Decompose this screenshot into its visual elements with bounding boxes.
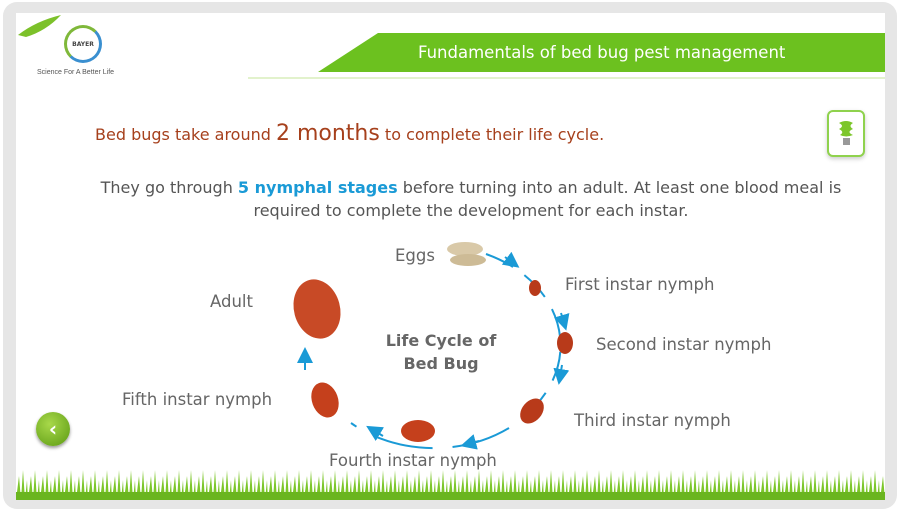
lightbulb-icon xyxy=(839,120,853,145)
chevron-left-icon: ‹ xyxy=(48,417,58,441)
first-instar-bug xyxy=(529,280,541,296)
headline-post: to complete their life cycle. xyxy=(379,125,605,144)
fifth-instar-bug xyxy=(311,382,339,418)
headline-pre: Bed bugs take around xyxy=(95,125,276,144)
label-adult: Adult xyxy=(210,292,253,311)
label-third-instar: Third instar nymph xyxy=(574,411,731,430)
tagline: Science For A Better Life xyxy=(37,69,115,76)
page-title: Fundamentals of bed bug pest management xyxy=(318,33,885,72)
description: They go through 5 nymphal stages before … xyxy=(76,176,866,222)
desc-highlight: 5 nymphal stages xyxy=(237,178,398,197)
cycle-arrow-bottom xyxy=(350,422,510,450)
label-second-instar: Second instar nymph xyxy=(596,335,772,354)
desc-pre: They go through xyxy=(100,178,238,197)
back-button[interactable]: ‹ xyxy=(36,412,70,446)
label-fifth-instar: Fifth instar nymph xyxy=(122,390,273,409)
label-first-instar: First instar nymph xyxy=(565,275,715,294)
label-eggs: Eggs xyxy=(395,246,435,265)
life-cycle-diagram xyxy=(293,242,573,450)
leaf-icon xyxy=(18,15,61,37)
adult-bug xyxy=(293,279,341,339)
third-instar-bug xyxy=(520,398,544,424)
divider xyxy=(248,77,885,79)
label-fourth-instar: Fourth instar nymph xyxy=(329,451,497,470)
headline: Bed bugs take around 2 months to complet… xyxy=(95,121,604,146)
headline-duration: 2 months xyxy=(275,121,380,146)
tip-button[interactable] xyxy=(827,110,865,157)
grass-decoration xyxy=(16,468,885,500)
diagram-title: Life Cycle of Bed Bug xyxy=(385,331,497,373)
eggs-image xyxy=(447,242,486,266)
bayer-logo: BAYER xyxy=(64,25,102,63)
slide: BAYER Science For A Better Life Fundamen… xyxy=(16,13,885,500)
fourth-instar-bug xyxy=(401,420,435,442)
desc-post: before turning into an adult. At least o… xyxy=(253,178,842,220)
second-instar-bug xyxy=(557,332,573,354)
